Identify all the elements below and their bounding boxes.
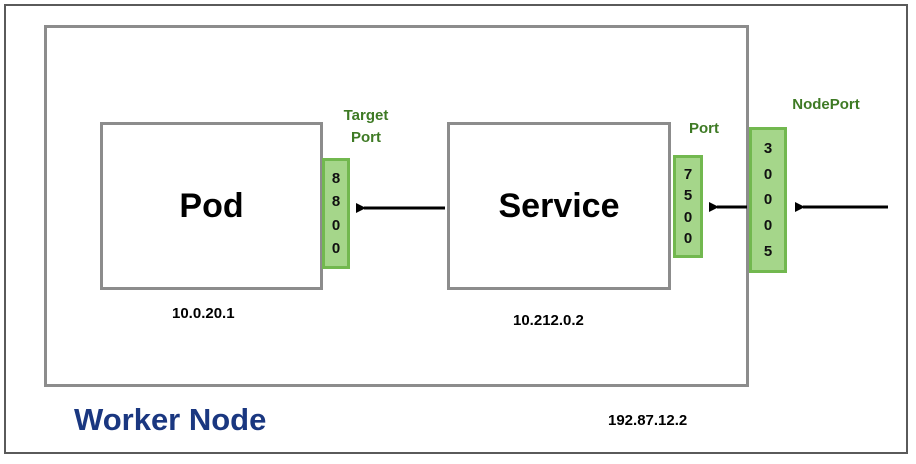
node-ip: 192.87.12.2 <box>608 412 688 429</box>
port-digit: 8 <box>331 193 341 211</box>
service-label: Service <box>498 186 620 225</box>
port-digit: 0 <box>331 216 341 234</box>
pod-box: Pod <box>100 122 323 290</box>
service-box: Service <box>447 122 671 290</box>
target-port-box: 8 8 0 0 <box>322 158 350 269</box>
port-digit: 0 <box>763 165 773 183</box>
port-digit: 3 <box>763 140 773 158</box>
service-port-label: Port <box>689 120 719 137</box>
node-port-label: NodePort <box>792 96 860 113</box>
port-digit: 0 <box>683 229 693 247</box>
worker-node-title: Worker Node <box>74 402 267 437</box>
service-port-box: 7 5 0 0 <box>673 155 703 258</box>
port-digit: 0 <box>763 191 773 209</box>
worker-node-box <box>44 25 749 387</box>
node-port-box: 3 0 0 0 5 <box>749 127 787 273</box>
port-digit: 5 <box>763 242 773 260</box>
port-digit: 0 <box>331 239 341 257</box>
pod-label: Pod <box>179 186 244 225</box>
port-digit: 7 <box>683 166 693 184</box>
port-digit: 5 <box>683 187 693 205</box>
service-ip: 10.212.0.2 <box>513 312 584 329</box>
target-port-label: Target Port <box>330 105 402 149</box>
port-digit: 0 <box>763 217 773 235</box>
target-port-label-line1: Target <box>343 107 389 124</box>
target-port-label-line2: Port <box>351 128 381 146</box>
pod-ip: 10.0.20.1 <box>172 305 235 322</box>
port-digit: 8 <box>331 170 341 188</box>
port-digit: 0 <box>683 208 693 226</box>
